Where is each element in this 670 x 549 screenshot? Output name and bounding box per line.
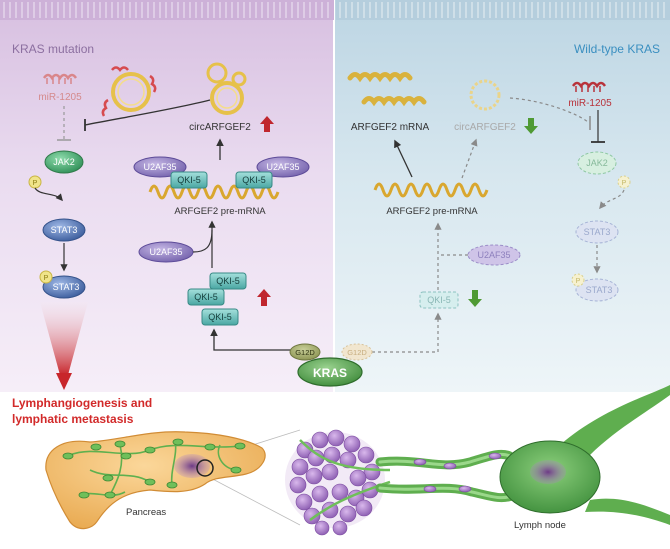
jak-phospho-right-arrow [599, 189, 625, 210]
down-arrow-circ-right [524, 118, 538, 134]
premrna-right-label: ARFGEF2 pre-mRNA [386, 206, 478, 217]
qki5-left-2-label: QKI-5 [242, 175, 266, 185]
zoom-line-bottom [204, 474, 301, 526]
premrna-to-circ-right-arrow [461, 138, 478, 179]
arfgef2-mrna-label: ARFGEF2 mRNA [351, 122, 430, 133]
premrna-to-mrna-arrow [394, 139, 413, 178]
phospho-right-1-label: P [622, 180, 627, 187]
membrane-left [0, 0, 334, 20]
stat3-left-node [42, 218, 86, 242]
circarfgef2-right-label: circARFGEF2 [454, 122, 516, 133]
g12d-left-label: G12D [295, 348, 315, 357]
jak2-left-node [44, 150, 84, 174]
qki5-left-2-node [235, 171, 273, 189]
jak-phospho-arrow [34, 187, 63, 202]
outcome-arrowhead [56, 373, 72, 390]
stat3-p-right-label: STAT3 [586, 285, 613, 295]
right-panel-bg [334, 0, 670, 392]
u2af35-right-node [467, 244, 521, 266]
arfgef2-mrna-strands [347, 72, 427, 107]
g12d-right-node [341, 343, 373, 361]
qki5-cluster-1-node [209, 272, 247, 290]
arfgef2-premrna-right [373, 182, 489, 198]
outcome-line-1: Lymphangiogenesis and [12, 396, 152, 410]
circ-to-mir-inhibit-line [84, 99, 211, 126]
stat3-p-left-label: STAT3 [53, 282, 80, 292]
kras-to-qki-arrow [210, 328, 300, 351]
left-panel-title: KRAS mutation [12, 42, 94, 56]
phospho-left-1-label: P [33, 180, 38, 187]
phospho-right-2 [571, 273, 585, 287]
qki5-cluster-3-label: QKI-5 [208, 312, 232, 322]
jak2-right-label: JAK2 [586, 158, 608, 168]
mir-1205-right-label: miR-1205 [568, 98, 612, 109]
lymphatic-vessel [375, 449, 517, 503]
phospho-right-2-label: P [576, 278, 581, 285]
up-arrow-qki [257, 289, 271, 306]
right-panel-title: Wild-type KRAS [574, 42, 660, 56]
phospho-right-1 [617, 175, 631, 189]
stat3-p-left-node [42, 275, 86, 299]
stat3-left-label: STAT3 [51, 225, 78, 235]
qki5-left-1-label: QKI-5 [177, 175, 201, 185]
membrane-right [336, 0, 670, 20]
u2af35-left-free-label: U2AF35 [149, 247, 182, 257]
u2af35-right-label: U2AF35 [477, 250, 510, 260]
qki5-cluster-2-label: QKI-5 [194, 292, 218, 302]
circarfgef2-rings [206, 62, 247, 115]
qki5-right-label: QKI-5 [427, 295, 451, 305]
circarfgef2-sponge [101, 66, 157, 117]
circarfgef2-right-ring [469, 79, 501, 111]
lymph-node [499, 385, 670, 525]
pancreas [45, 431, 266, 530]
kras-label: KRAS [313, 366, 347, 380]
pancreas-label: Pancreas [126, 507, 166, 518]
qki5-cluster-2-node [187, 288, 225, 306]
stat3-p-right-node [575, 278, 619, 302]
jak2-right-node [577, 151, 617, 175]
qki5-cluster-3-node [201, 308, 239, 326]
stat3-right-label: STAT3 [584, 227, 611, 237]
lymph-node-label: Lymph node [514, 520, 566, 531]
jak2-left-label: JAK2 [53, 157, 75, 167]
g12d-left-node [289, 343, 321, 361]
outcome-line-2: lymphatic metastasis [12, 412, 134, 426]
red-cone [40, 302, 88, 375]
premrna-left-label: ARFGEF2 pre-mRNA [174, 206, 266, 217]
phospho-left-2-label: P [44, 275, 49, 282]
up-arrow-circ [260, 116, 274, 132]
tumor-cluster [285, 429, 391, 536]
mir-1205-left-label: miR-1205 [38, 92, 82, 103]
mir-1205-right [571, 81, 607, 92]
circarfgef2-left-label: circARFGEF2 [189, 122, 251, 133]
u2af35-left-1-label: U2AF35 [143, 162, 176, 172]
kras-node [297, 357, 363, 387]
phospho-left-2 [39, 270, 53, 284]
u2af35-left-2-label: U2AF35 [266, 162, 299, 172]
qki5-left-1-node [170, 171, 208, 189]
down-arrow-qki-right [468, 290, 482, 307]
kras-to-qki-right-arrow [372, 312, 442, 353]
stat3-right-node [575, 220, 619, 244]
mir-1205-left [42, 73, 78, 84]
qki5-right-node [419, 291, 459, 309]
g12d-right-label: G12D [347, 348, 367, 357]
qki5-cluster-1-label: QKI-5 [216, 276, 240, 286]
